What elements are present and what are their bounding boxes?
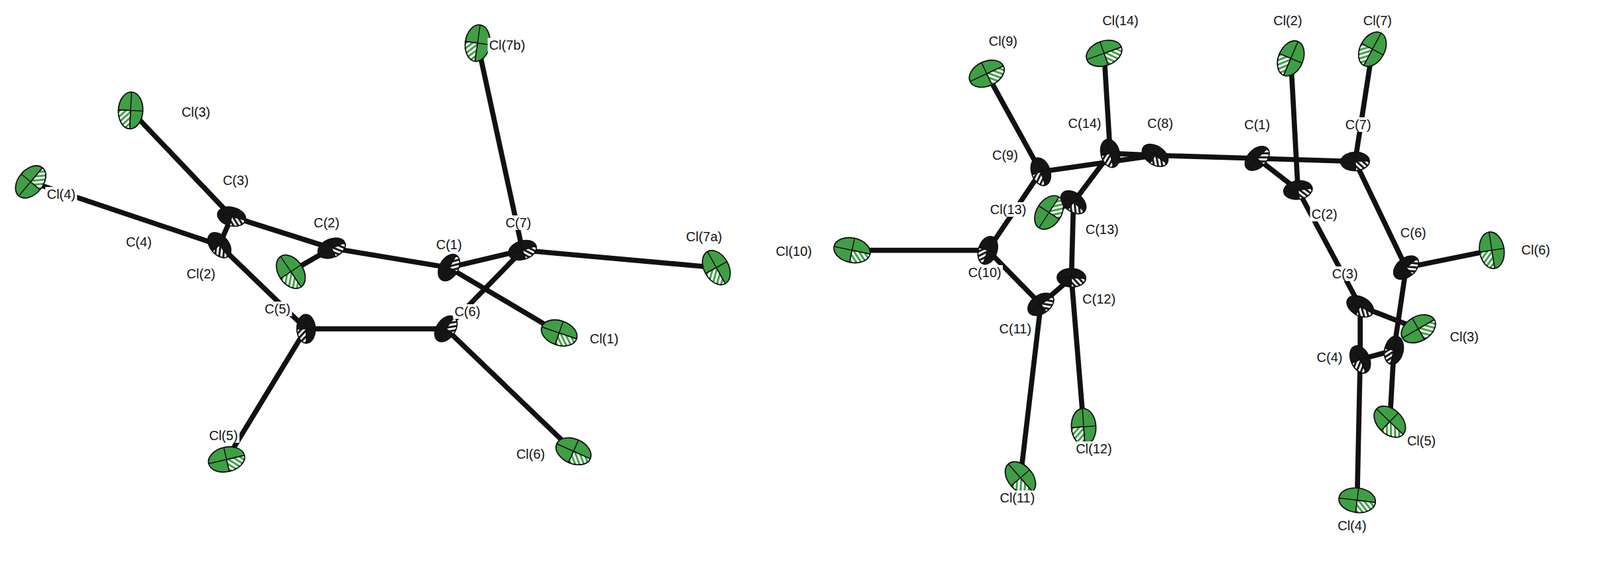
- bond-line: [1071, 202, 1074, 278]
- chlorine-ellipsoid: [1368, 400, 1412, 444]
- bond-line: [331, 247, 449, 268]
- atom-label: C(6): [1399, 225, 1428, 240]
- atom-label: C(7): [504, 215, 533, 230]
- atom-label: Cl(4): [45, 186, 77, 202]
- carbon-ellipsoid: [1024, 288, 1058, 320]
- carbon-ellipsoid: [1346, 342, 1375, 377]
- carbon-ellipsoid: [296, 314, 316, 344]
- carbon-ellipsoid: [1097, 137, 1123, 170]
- carbon-ellipsoid: [1389, 251, 1424, 284]
- atom-label: Cl(2): [1271, 13, 1304, 28]
- atom-label: Cl(9): [987, 33, 1019, 49]
- chlorine-ellipsoid: [696, 245, 736, 290]
- atom-label: C(8): [1145, 115, 1175, 131]
- carbon-ellipsoid: [1340, 151, 1370, 172]
- atom-label: Cl(7a): [684, 229, 724, 244]
- bond-line: [1155, 155, 1258, 159]
- carbon-ellipsoid: [974, 233, 1001, 268]
- bond-line: [306, 326, 447, 332]
- atom-label: C(1): [434, 237, 464, 252]
- bonds: [30, 43, 1492, 501]
- chlorine-ellipsoid: [1082, 35, 1126, 72]
- chlorine-ellipsoid: [1070, 407, 1098, 447]
- bond-line: [130, 110, 232, 217]
- atom-label: Cl(7b): [487, 37, 527, 53]
- chlorine-ellipsoid: [117, 91, 144, 130]
- atom-label: Cl(11): [998, 490, 1036, 506]
- chlorine-ellipsoid: [537, 315, 580, 351]
- atom-label: Cl(7): [1362, 13, 1394, 28]
- atoms: [9, 23, 1507, 515]
- atom-label: C(14): [1067, 115, 1103, 131]
- chlorine-ellipsoid: [1272, 36, 1310, 80]
- carbon-ellipsoid: [1381, 334, 1407, 366]
- atom-label: C(3): [1330, 266, 1360, 282]
- atom-label: C(9): [990, 147, 1020, 163]
- carbon-ellipsoid: [1343, 291, 1378, 322]
- atom-label: C(1): [1242, 117, 1272, 132]
- chlorine-ellipsoid: [831, 234, 873, 267]
- atom-label: C(4): [1315, 349, 1345, 365]
- bond-line: [852, 247, 989, 254]
- carbon-ellipsoid: [215, 204, 248, 229]
- atom-label: C(6): [453, 304, 482, 319]
- chlorine-ellipsoid: [1476, 229, 1507, 271]
- carbon-ellipsoid: [1240, 141, 1274, 175]
- atom-label: Cl(12): [1074, 441, 1113, 457]
- atom-label: Cl(3): [1448, 329, 1481, 344]
- carbon-ellipsoid: [314, 233, 349, 262]
- atom-label: C(2): [312, 215, 341, 230]
- carbon-ellipsoid: [203, 228, 236, 262]
- chlorine-ellipsoid: [270, 249, 312, 295]
- chlorine-ellipsoid: [551, 432, 596, 470]
- atom-label: Cl(6): [1519, 242, 1551, 258]
- atom-label: Cl(10): [774, 243, 814, 259]
- bond-line: [446, 328, 574, 452]
- bond-line: [1357, 359, 1361, 500]
- chlorine-ellipsoid: [1337, 485, 1378, 515]
- carbon-ellipsoid: [1056, 268, 1086, 288]
- chlorine-ellipsoid: [965, 55, 1009, 93]
- atom-label: C(7): [1344, 117, 1373, 132]
- atom-label: C(4): [124, 234, 154, 250]
- bond-line: [986, 73, 1042, 172]
- atom-label: Cl(5): [207, 428, 239, 443]
- carbon-ellipsoid: [505, 237, 539, 264]
- chlorine-ellipsoid: [1352, 27, 1392, 71]
- atom-label: C(2): [1310, 206, 1339, 222]
- bond-line: [1104, 53, 1111, 154]
- bond-line: [1355, 161, 1407, 268]
- bond-line: [448, 267, 559, 334]
- atom-label: Cl(6): [514, 446, 547, 462]
- bond-line: [1297, 190, 1361, 307]
- atom-label: Cl(14): [1100, 13, 1140, 28]
- atom-label: Cl(13): [988, 202, 1028, 217]
- bond-line: [1405, 250, 1492, 268]
- bond-line: [1291, 58, 1299, 191]
- carbon-ellipsoid: [1027, 155, 1054, 189]
- atom-label: Cl(3): [180, 104, 212, 120]
- carbon-ellipsoid: [1056, 186, 1091, 219]
- carbon-ellipsoid: [434, 250, 465, 285]
- atom-label: Cl(1): [588, 331, 620, 346]
- bond-line: [522, 250, 717, 268]
- chlorine-ellipsoid: [206, 443, 248, 476]
- atom-label: C(12): [1081, 291, 1117, 307]
- atom-label: C(13): [1084, 222, 1121, 237]
- atom-label: C(10): [967, 265, 1003, 280]
- atom-label: Cl(2): [185, 266, 217, 282]
- atom-label: Cl(4): [1336, 518, 1368, 533]
- atom-label: C(3): [221, 172, 250, 188]
- atom-label: C(5): [263, 301, 292, 317]
- atom-label: C(11): [998, 321, 1034, 337]
- carbon-ellipsoid: [1138, 139, 1172, 172]
- carbon-ellipsoid: [1282, 178, 1314, 201]
- atom-label: Cl(5): [1405, 433, 1437, 449]
